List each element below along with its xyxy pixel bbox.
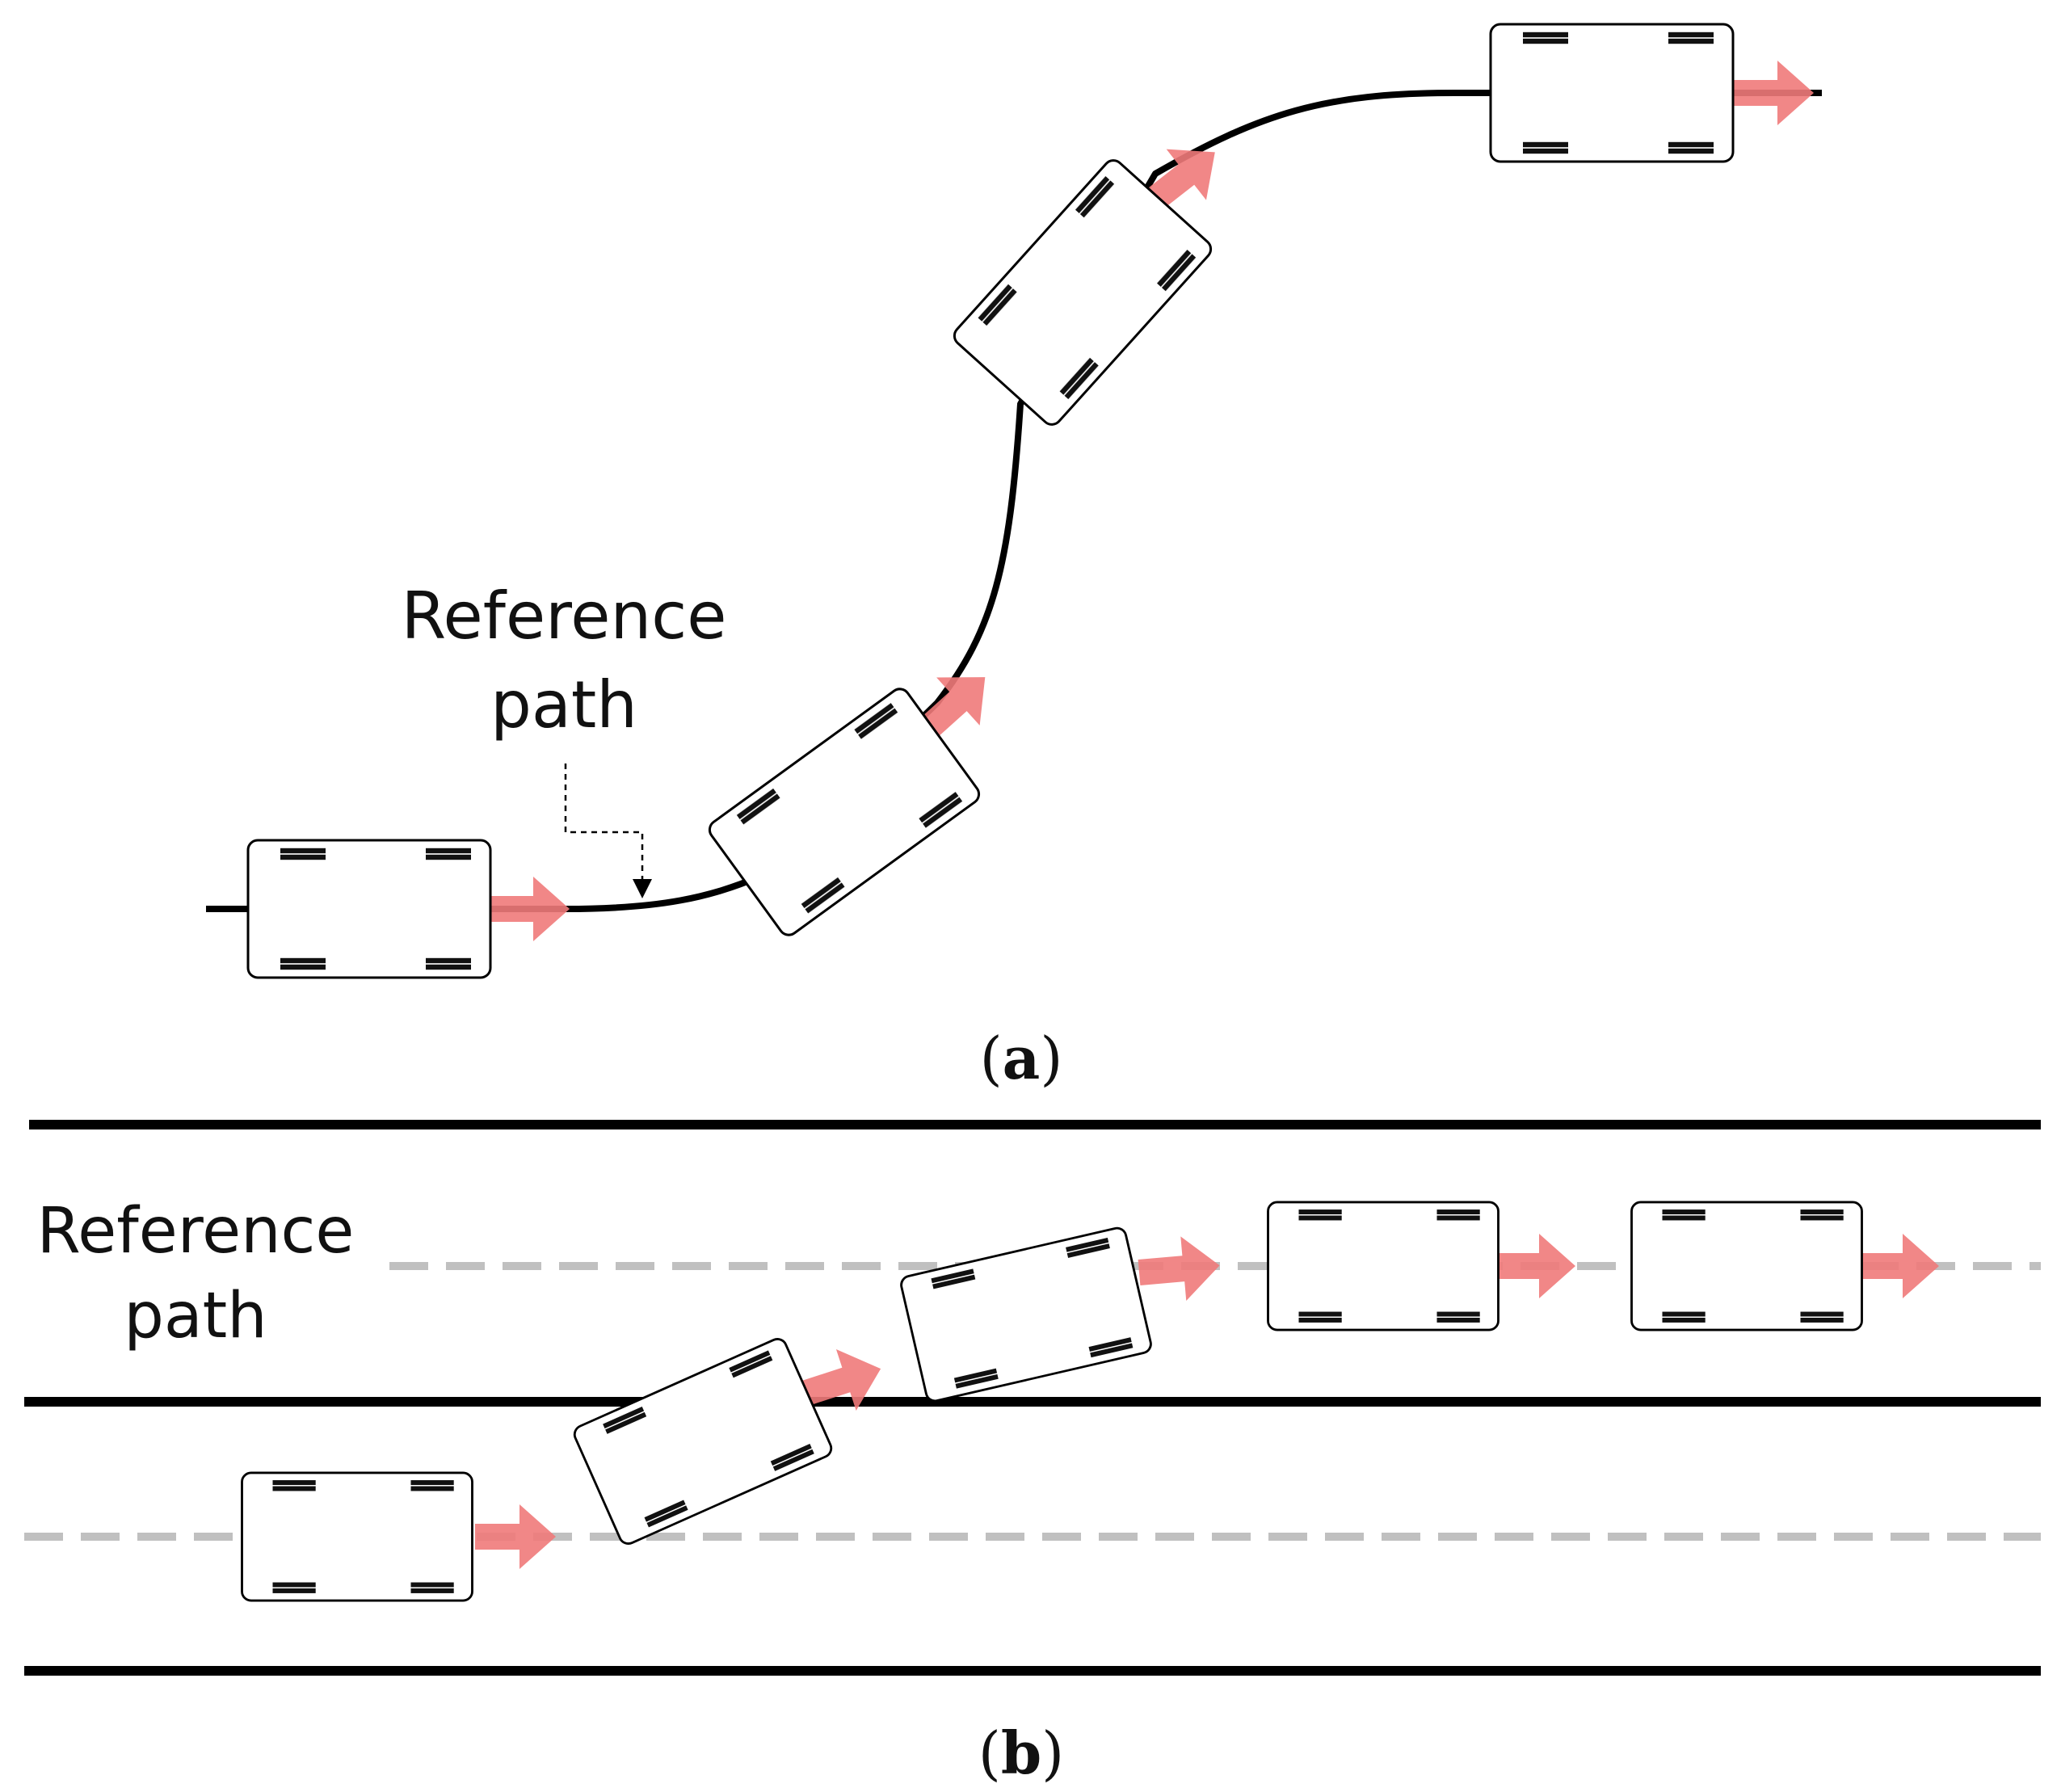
caption-a: (a)	[980, 1024, 1063, 1092]
reference-path-label-line1: Reference	[402, 578, 727, 654]
car	[246, 839, 492, 979]
panel-b: Reference path (b)	[24, 1120, 2041, 1787]
heading-arrow	[1495, 1234, 1575, 1298]
caption-b: (b)	[978, 1718, 1065, 1787]
reference-path-label-line2: path	[490, 667, 637, 742]
reference-path-label-line1: Reference	[37, 1195, 355, 1268]
car	[1630, 1201, 1863, 1331]
heading-arrow	[1858, 1234, 1939, 1298]
car	[570, 1335, 835, 1548]
heading-arrow	[489, 877, 570, 941]
car	[898, 1225, 1155, 1404]
panel-a: Reference path (a)	[206, 23, 1822, 1092]
reference-path-curve	[206, 90, 1822, 912]
heading-arrow	[1136, 1233, 1223, 1305]
car	[1267, 1201, 1499, 1331]
heading-arrow	[1733, 61, 1814, 125]
heading-arrow	[475, 1504, 556, 1569]
leader-arrowhead-icon	[633, 879, 652, 898]
car	[241, 1471, 473, 1602]
reference-path-label-line2: path	[124, 1280, 267, 1352]
label-leader-line	[564, 763, 644, 879]
car	[1489, 23, 1735, 163]
